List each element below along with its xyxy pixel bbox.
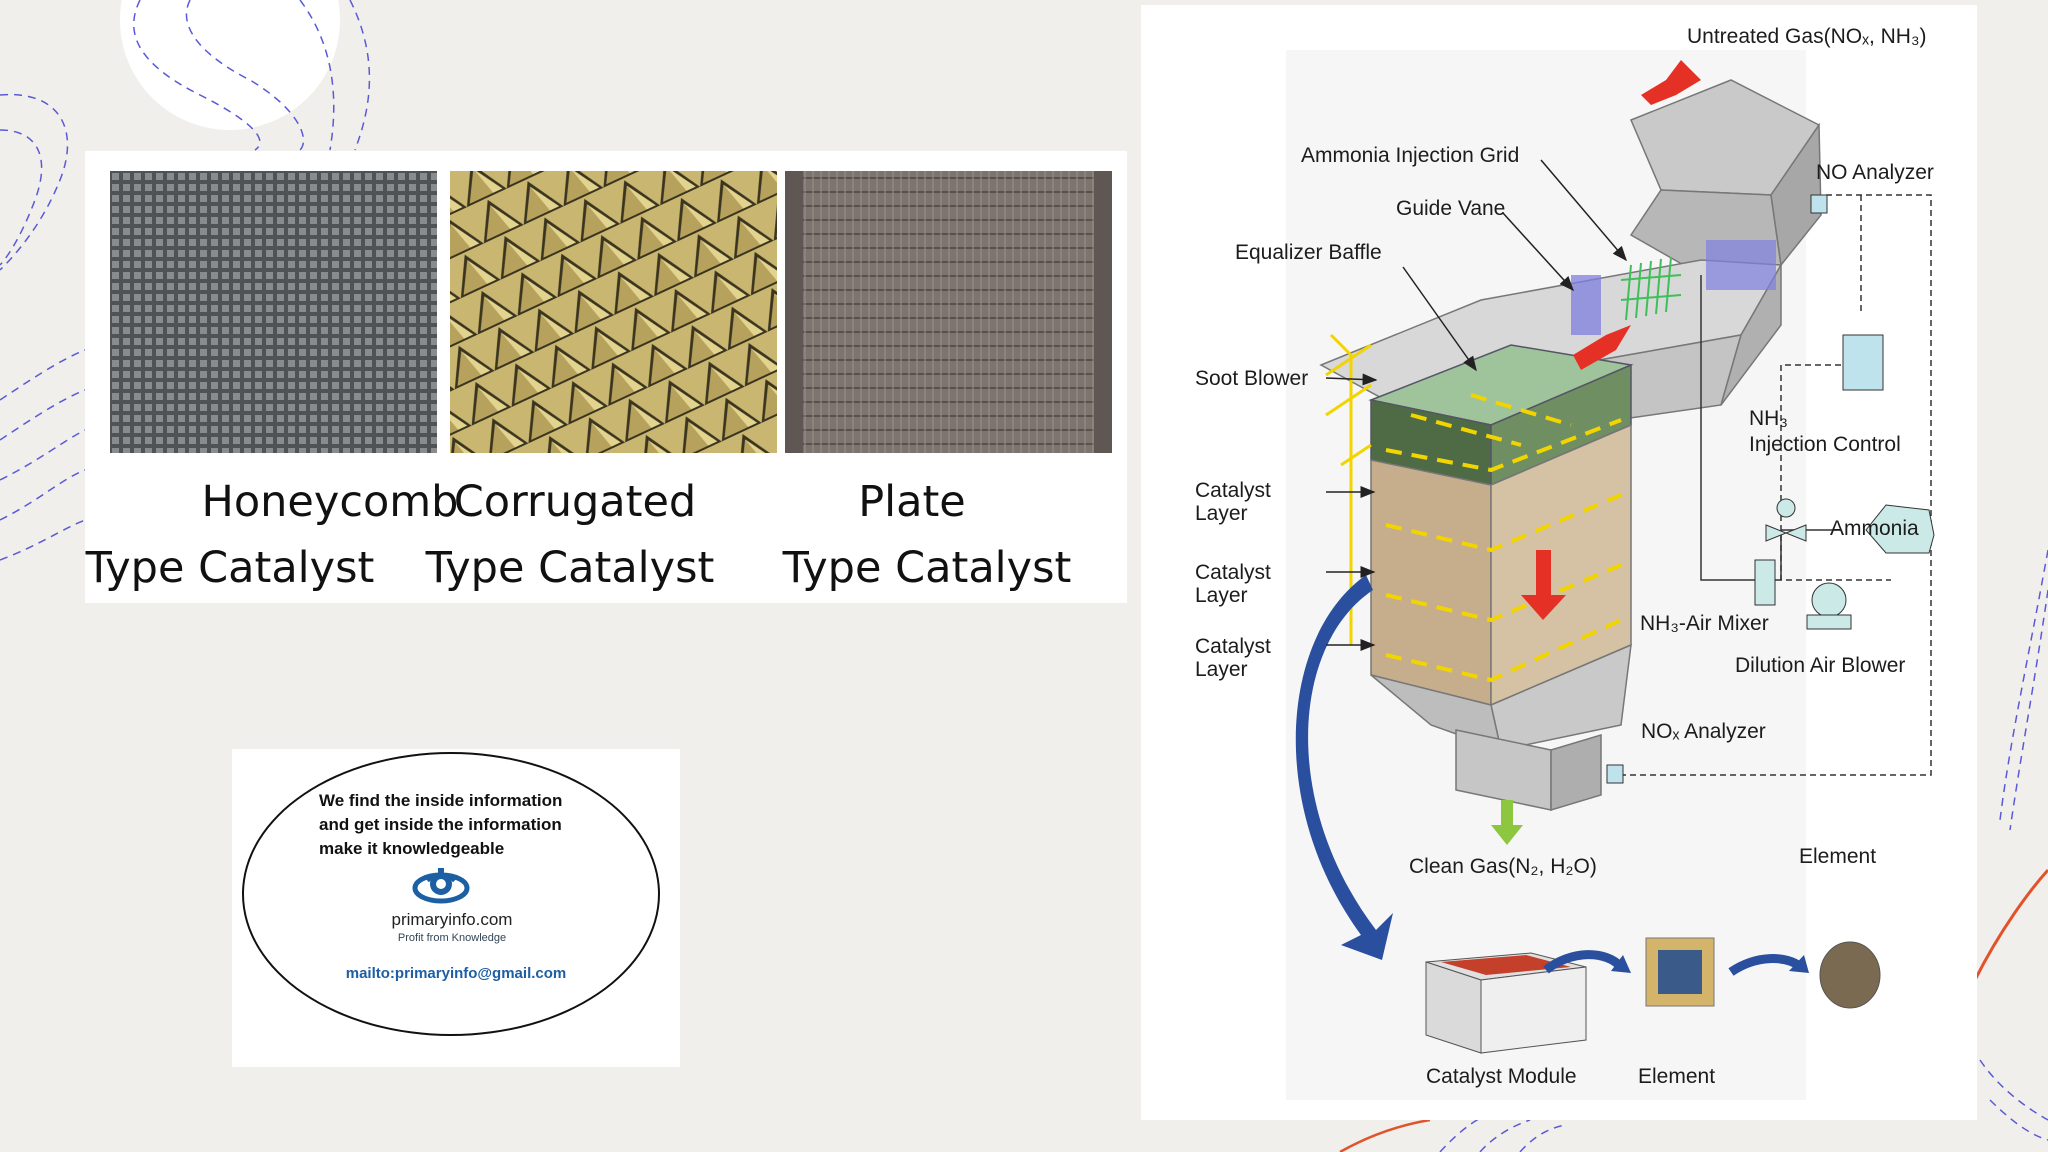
plate-label-line2: Type Catalyst	[782, 543, 1072, 593]
guide-vane-label: Guide Vane	[1396, 197, 1505, 220]
gear-logo-icon	[412, 868, 470, 904]
tagline-line: and get inside the information	[319, 815, 562, 834]
catalyst-layer-2-sub: Layer	[1195, 584, 1248, 607]
catalyst-layer-2-label: Catalyst	[1195, 561, 1271, 584]
nh3-control-label-1: NH₃	[1749, 407, 1788, 430]
untreated-gas-arrow	[1641, 60, 1701, 105]
nox-analyzer-bottom-label: NOₓ Analyzer	[1641, 720, 1766, 743]
site-slogan: Profit from Knowledge	[397, 932, 507, 944]
duct-flow-arrow	[1573, 325, 1631, 370]
honeycomb-label-line2: Type Catalyst	[85, 543, 375, 593]
corrugated-type-label: Type Catalyst	[425, 535, 715, 601]
nh3-air-mixer-icon	[1754, 559, 1776, 606]
tagline: We find the inside information and get i…	[319, 789, 619, 861]
plate-label-line1: Plate	[858, 477, 966, 527]
no-analyzer-icon	[1810, 194, 1828, 214]
corrugated-label-line2: Type Catalyst	[425, 543, 715, 593]
control-piping	[1621, 194, 1932, 776]
element-bottom-label: Element	[1638, 1065, 1715, 1088]
honeycomb-label: Honeycomb	[160, 469, 500, 535]
nox-analyzer-icon	[1606, 764, 1624, 784]
site-name: primaryinfo.com	[391, 910, 513, 929]
inlet-hopper	[1629, 79, 1822, 276]
corrugated-label-line1: Corrugated	[453, 477, 697, 527]
ammonia-tank-icon	[1865, 504, 1935, 554]
logo-ellipse	[242, 752, 660, 1036]
blower-base-icon	[1806, 614, 1852, 630]
corrugated-label: Corrugated	[405, 469, 745, 535]
valve-actuator-icon	[1776, 498, 1796, 518]
honeycomb-label-line1: Honeycomb	[201, 477, 459, 527]
tagline-line: We find the inside information	[319, 791, 563, 810]
nh3-control-label-2: Injection Control	[1749, 433, 1901, 456]
plate-type-label: Type Catalyst	[777, 535, 1077, 601]
scr-reactor-diagram: Untreated Gas(NOₓ, NH₃) Ammonia Injectio…	[1195, 25, 1935, 1100]
catalyst-layer-3-sub: Layer	[1195, 658, 1248, 681]
catalyst-layer-1-label: Catalyst	[1195, 479, 1271, 502]
reactor-body	[1325, 333, 1634, 812]
plate-label: Plate	[742, 469, 1082, 535]
honeycomb-type-label: Type Catalyst	[85, 535, 375, 601]
clean-gas-label: Clean Gas(N₂, H₂O)	[1409, 855, 1597, 878]
no-analyzer-top-label: NO Analyzer	[1816, 161, 1934, 184]
element-roll	[1819, 941, 1881, 1009]
tagline-line: make it knowledgeable	[319, 839, 505, 858]
ammonia-label: Ammonia	[1830, 517, 1919, 540]
logo-card: We find the inside information and get i…	[232, 749, 680, 1067]
clean-gas-arrow	[1491, 800, 1523, 845]
ammonia-injection-grid-label: Ammonia Injection Grid	[1301, 144, 1519, 167]
dilution-blower-icon	[1811, 582, 1847, 618]
dilution-air-blower-label: Dilution Air Blower	[1735, 654, 1905, 677]
catalyst-module-label: Catalyst Module	[1426, 1065, 1577, 1088]
untreated-gas-label: Untreated Gas(NOₓ, NH₃)	[1687, 25, 1927, 48]
reactor-flow-arrow	[1521, 550, 1566, 620]
nh3-injection-control-icon	[1842, 334, 1884, 391]
soot-blower-label: Soot Blower	[1195, 367, 1308, 390]
nh3-air-mixer-label: NH₃-Air Mixer	[1640, 612, 1769, 635]
label-leaders	[1325, 159, 1627, 651]
plate-catalyst-photo	[785, 171, 1112, 453]
element-right-label: Element	[1799, 845, 1876, 868]
module-extraction-arrow	[1295, 575, 1393, 960]
catalyst-layer-3-label: Catalyst	[1195, 635, 1271, 658]
equalizer-baffle-label: Equalizer Baffle	[1235, 241, 1382, 264]
email-link[interactable]: mailto:primaryinfo@gmail.com	[345, 965, 567, 982]
valve-icon	[1765, 524, 1807, 542]
corrugated-catalyst-photo	[450, 171, 777, 453]
catalyst-layer-1-sub: Layer	[1195, 502, 1248, 525]
catalyst-types-panel: Honeycomb Type Catalyst Corrugated Type …	[85, 151, 1127, 603]
honeycomb-catalyst-photo	[110, 171, 437, 453]
catalyst-module-group	[1425, 937, 1881, 1054]
scr-diagram-panel: Untreated Gas(NOₓ, NH₃) Ammonia Injectio…	[1141, 5, 1977, 1120]
